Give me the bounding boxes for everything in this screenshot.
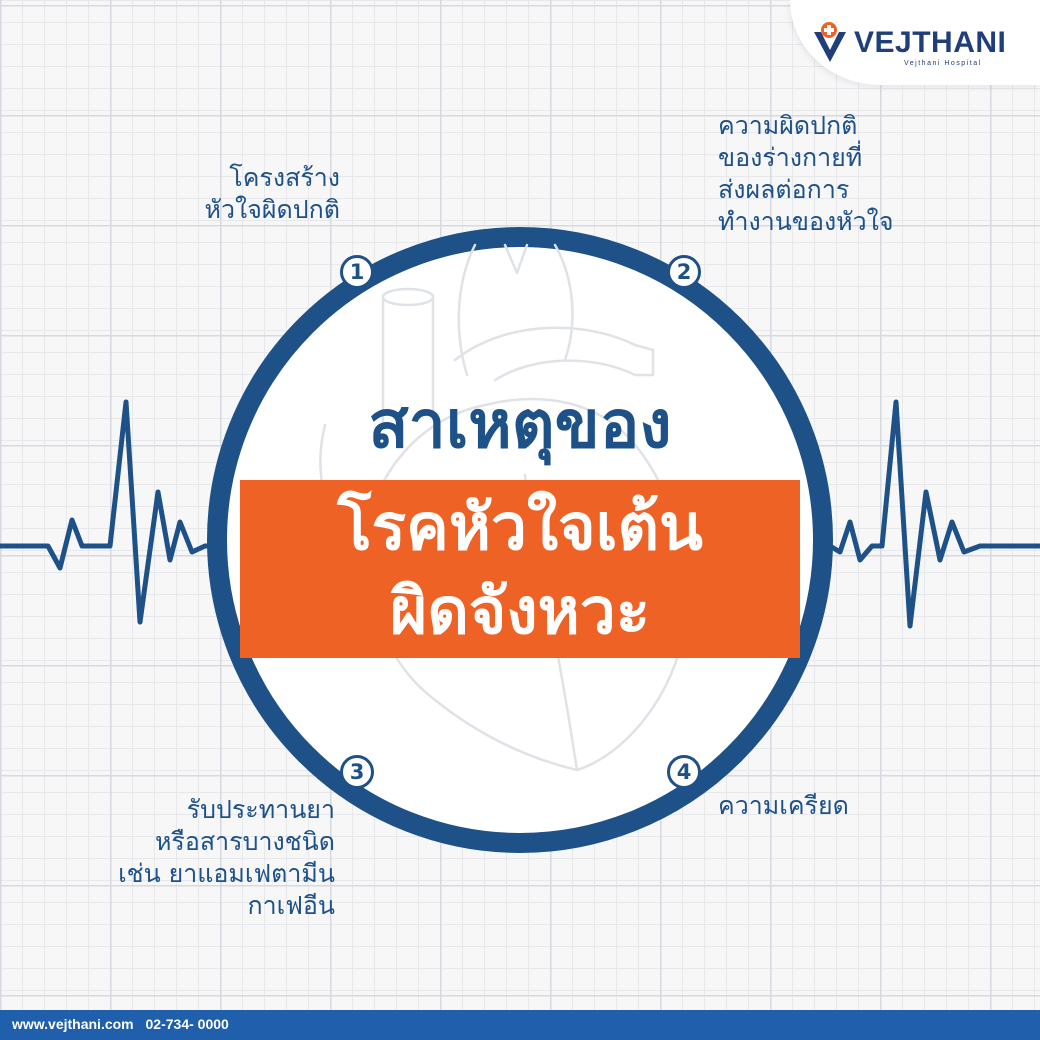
cause-badge-3: 3 (340, 755, 374, 789)
logo-panel: VEJTHANI Vejthani Hospital (790, 0, 1040, 85)
title-line-1: สาเหตุของ (368, 386, 672, 463)
cause-1-line: โครงสร้าง (229, 163, 340, 192)
title-line-3: ผิดจังหวะ (389, 575, 651, 649)
cause-text-2: ความผิดปกติ ของร่างกายที่ ส่งผลต่อการ ทำ… (718, 110, 894, 238)
cause-2-line: ความผิดปกติ (718, 111, 858, 140)
cause-3-line: กาเฟอีน (247, 891, 335, 920)
footer-bar: www.vejthani.com 02-734- 0000 (0, 1010, 1040, 1040)
vejthani-logo-icon (814, 22, 846, 62)
footer-phone[interactable]: 02-734- 0000 (145, 1016, 229, 1032)
cause-2-line: ของร่างกายที่ (718, 143, 863, 172)
title-band: โรคหัวใจเต้น ผิดจังหวะ (240, 480, 800, 658)
cause-3-line: รับประทานยา (186, 795, 335, 824)
footer-website-link[interactable]: www.vejthani.com (12, 1016, 134, 1032)
cause-3-line: เช่น ยาแอมเฟตามีน (118, 859, 335, 888)
footer-contact: www.vejthani.com 02-734- 0000 (12, 1016, 237, 1032)
cause-badge-1: 1 (340, 255, 374, 289)
cause-text-3: รับประทานยา หรือสารบางชนิด เช่น ยาแอมเฟต… (118, 794, 335, 922)
brand-name: VEJTHANI (854, 26, 1007, 59)
cause-4-line: ความเครียด (718, 791, 849, 820)
cause-3-line: หรือสารบางชนิด (154, 827, 335, 856)
cause-2-line: ทำงานของหัวใจ (718, 207, 894, 236)
vejthani-logo[interactable]: VEJTHANI Vejthani Hospital (810, 20, 1010, 70)
cause-2-line: ส่งผลต่อการ (718, 175, 850, 204)
cause-text-4: ความเครียด (718, 790, 849, 822)
cause-1-line: หัวใจผิดปกติ (204, 195, 341, 224)
brand-subtitle: Vejthani Hospital (904, 60, 982, 67)
cause-badge-4: 4 (667, 755, 701, 789)
cause-text-1: โครงสร้าง หัวใจผิดปกติ (205, 162, 341, 226)
title-line-2: โรคหัวใจเต้น (337, 491, 703, 565)
cause-badge-2: 2 (667, 255, 701, 289)
